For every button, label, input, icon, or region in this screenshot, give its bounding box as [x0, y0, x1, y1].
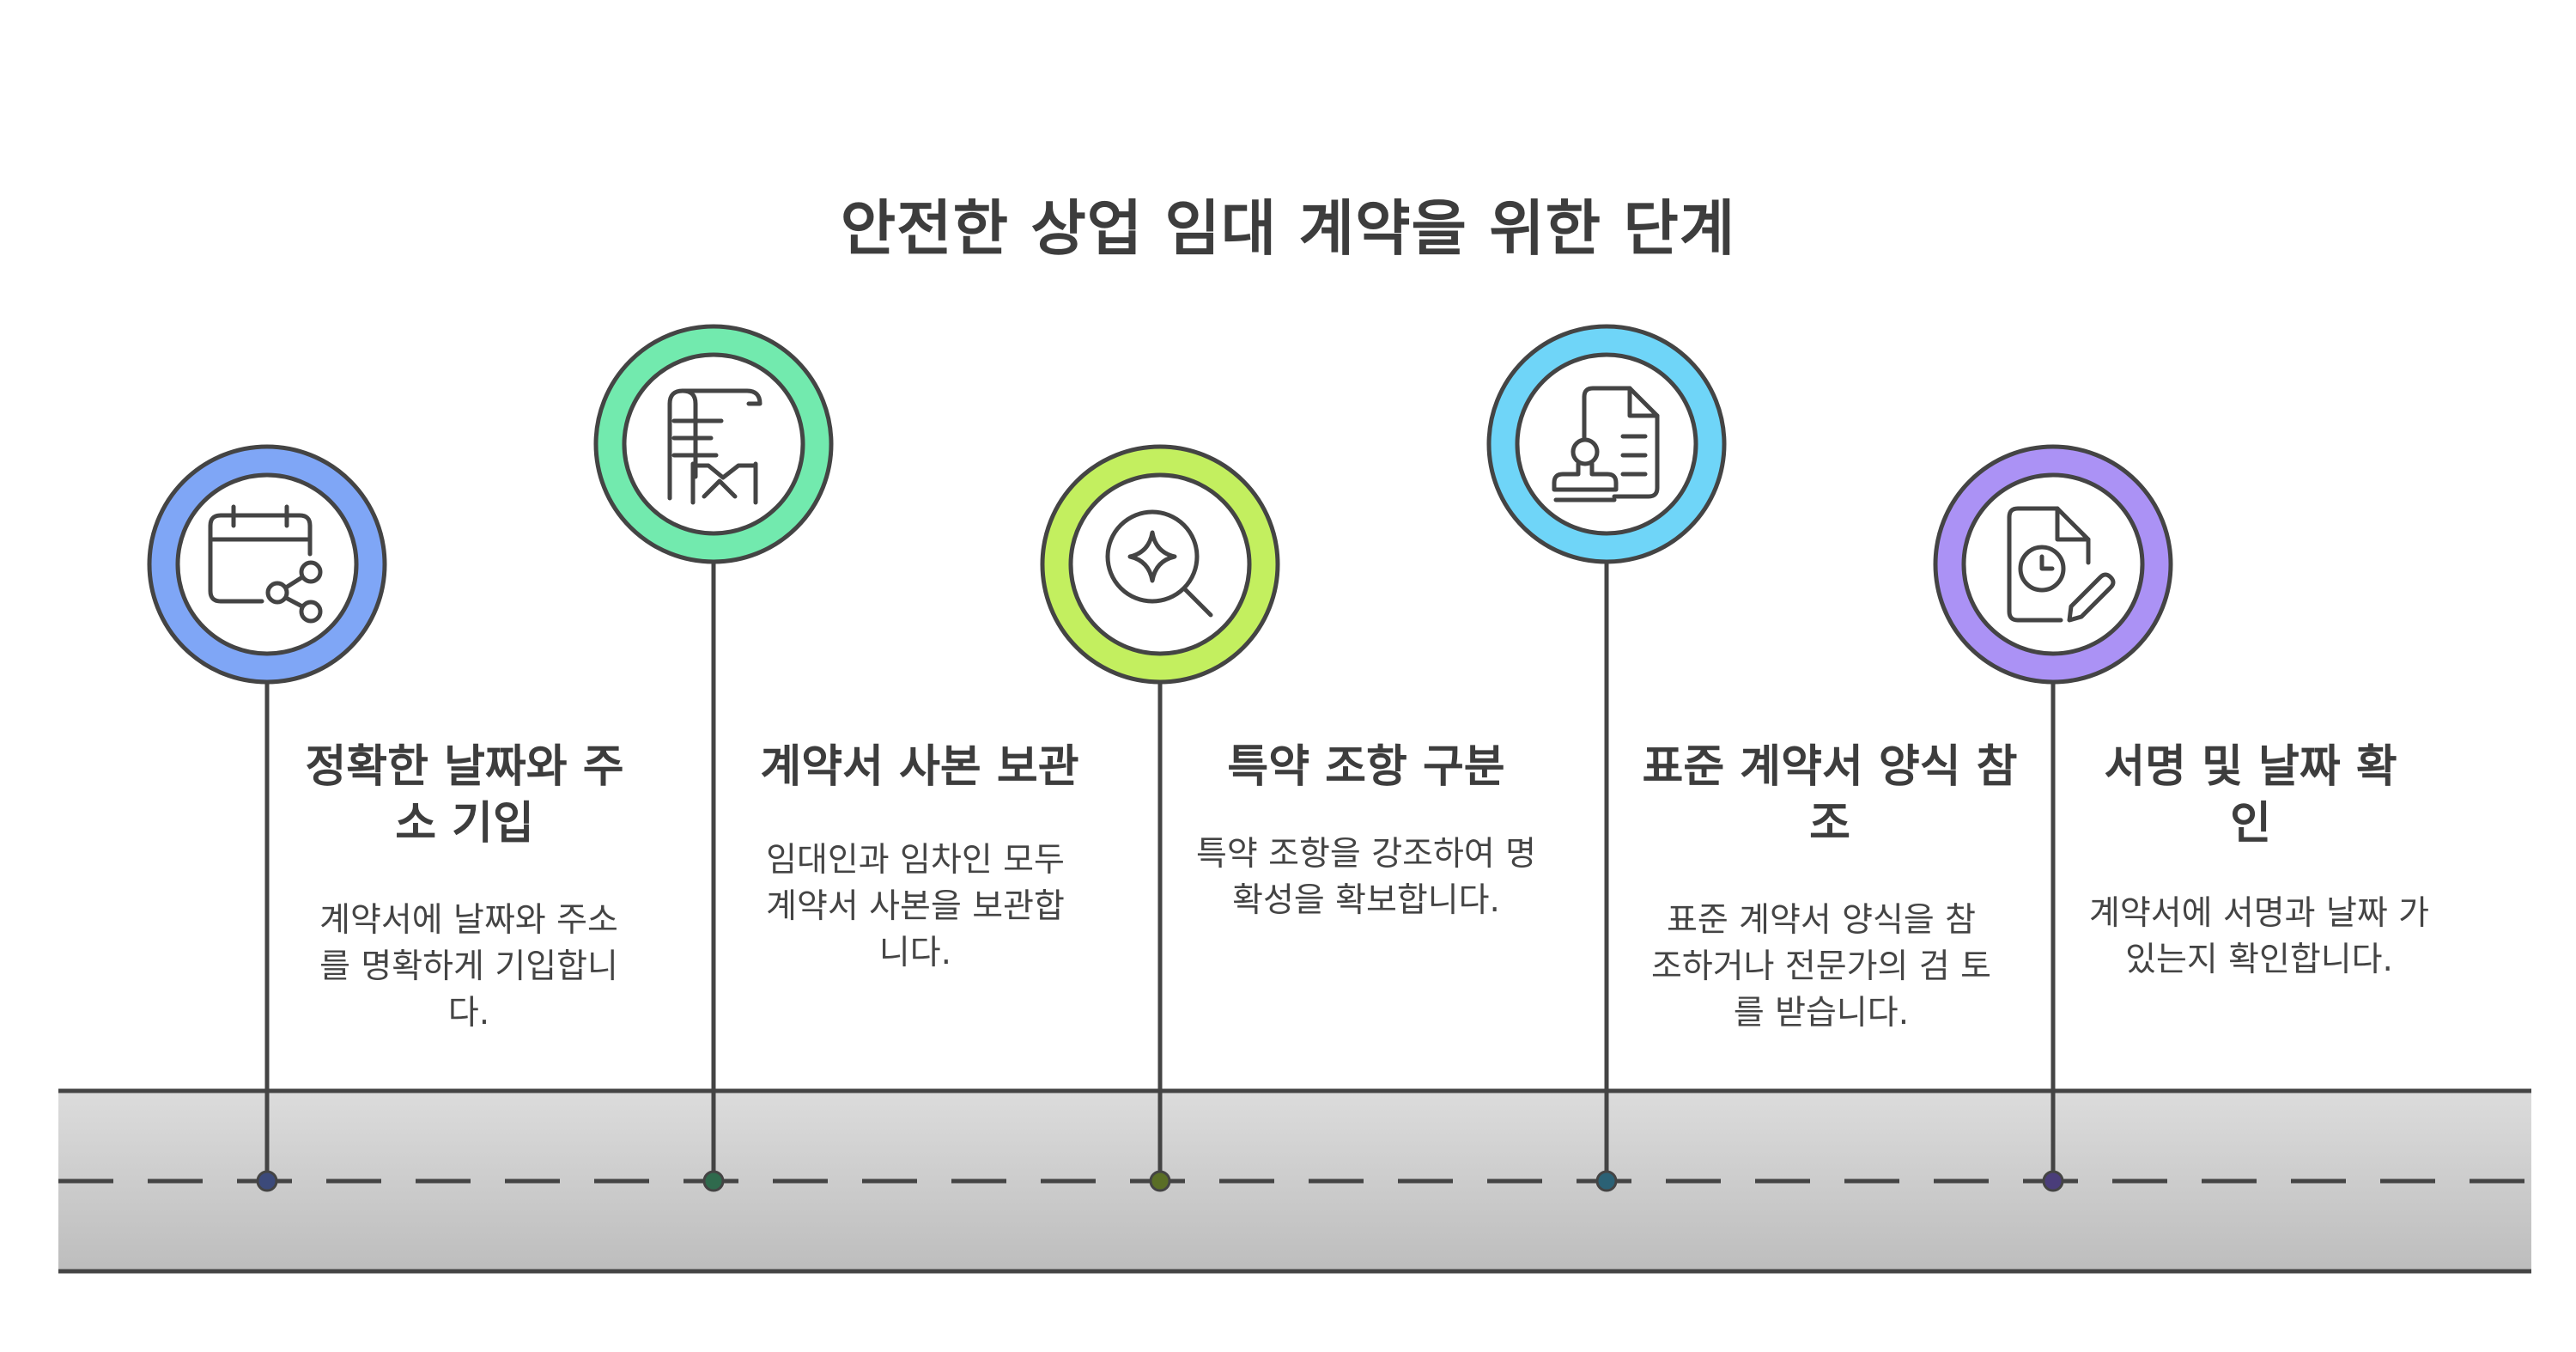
- document-stamp-icon: [1552, 386, 1660, 502]
- step-2-description: 임대인과 임차인 모두 계약서 사본을 보관합 니다.: [766, 841, 1065, 972]
- step-2-inner-circle: [622, 352, 805, 536]
- step-1-marker: [147, 444, 387, 1192]
- document-clock-pen-icon: [2007, 506, 2116, 623]
- calendar-share-icon: [208, 504, 323, 624]
- road: [58, 1088, 2531, 1274]
- step-3-title: 특약 조항 구분: [1227, 741, 1505, 793]
- step-4-marker: [1486, 324, 1727, 1192]
- step-5-inner-circle: [1961, 472, 2145, 656]
- step-3-road-dot: [1149, 1170, 1171, 1192]
- diagram-title: 안전한 상업 임대 계약을 위한 단계: [840, 193, 1736, 264]
- step-2-title: 계약서 사본 보관: [760, 741, 1079, 793]
- step-1-title: 정확한 날짜와 주 소 기입: [305, 741, 624, 850]
- step-1-inner-circle: [175, 472, 359, 656]
- step-4-road-dot: [1595, 1170, 1618, 1192]
- step-1-description: 계약서에 날짜와 주소 를 명확하게 기입합니 다.: [319, 901, 618, 1032]
- step-5-marker: [1933, 444, 2173, 1192]
- step-1-road-dot: [256, 1170, 278, 1192]
- step-2-road-dot: [702, 1170, 725, 1192]
- search-sparkle-icon: [1105, 509, 1213, 618]
- step-4-title: 표준 계약서 양식 참조: [1642, 741, 2018, 850]
- step-5-road-dot: [2042, 1170, 2064, 1192]
- step-2-marker: [593, 324, 834, 1192]
- step-4-description: 표준 계약서 양식을 참 조하거나 전문가의 검 토를 받습니다.: [1651, 901, 1991, 1032]
- step-4-inner-circle: [1515, 352, 1698, 536]
- step-5-description: 계약서에 서명과 날짜 가 있는지 확인합니다.: [2089, 894, 2429, 979]
- step-3-description: 특약 조항을 강조하여 명확성을 확보합니다.: [1196, 835, 1536, 920]
- contract-handshake-icon: [667, 388, 762, 505]
- step-5-title: 서명 및 날짜 확 인: [2104, 741, 2397, 850]
- step-3-marker: [1040, 444, 1280, 1192]
